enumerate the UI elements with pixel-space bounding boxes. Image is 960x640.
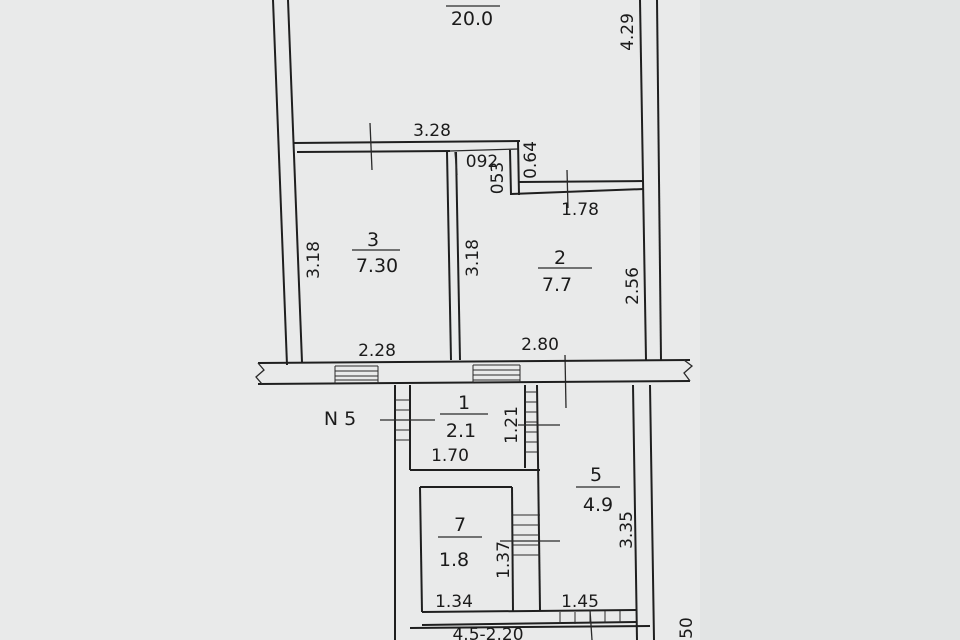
room-top-area: 20.0 (451, 8, 493, 30)
dim-4-29: 4.29 (618, 13, 638, 51)
apartment-number: N 5 (324, 408, 356, 430)
room-1-area: 2.1 (446, 420, 476, 442)
room-7-area: 1.8 (439, 549, 469, 571)
dim-bottom-partial: 4.5-2.20 (452, 625, 523, 640)
room-5-area: 4.9 (583, 494, 613, 516)
paper-shadow (700, 0, 960, 640)
room-3-area: 7.30 (356, 255, 398, 277)
dimension-labels: 4.29 3.28 0.64 092 053 1.78 3.18 3.18 2.… (304, 13, 697, 640)
dim-0-64: 0.64 (521, 141, 541, 179)
room-1-number: 1 (458, 392, 470, 414)
dim-2-28: 2.28 (358, 341, 396, 361)
dim-3-28: 3.28 (413, 121, 451, 141)
dim-3-18-left: 3.18 (304, 241, 324, 279)
dim-2-80: 2.80 (521, 335, 559, 355)
room-2-number: 2 (554, 247, 566, 269)
dim-3-18-mid: 3.18 (463, 239, 483, 277)
dim-2-56: 2.56 (623, 267, 643, 305)
dim-1-37: 1.37 (494, 541, 514, 579)
dim-1-70: 1.70 (431, 446, 469, 466)
dim-053: 053 (488, 162, 508, 194)
corridor-wall-band (255, 359, 694, 385)
dim-3-35: 3.35 (617, 511, 637, 549)
dim-1-78: 1.78 (561, 200, 599, 220)
dim-1-45: 1.45 (561, 592, 599, 612)
dim-1-21: 1.21 (502, 406, 522, 444)
upper-block-walls (272, 0, 662, 409)
room-labels: 20.0 3 7.30 2 7.7 1 2.1 5 4.9 7 1.8 N 5 (324, 5, 620, 571)
dim-edge-partial: 50 (677, 617, 697, 639)
dim-092: 092 (466, 152, 498, 172)
room-5-number: 5 (590, 464, 602, 486)
room-2-area: 7.7 (542, 274, 572, 296)
lower-block-walls (380, 384, 655, 640)
dim-1-34: 1.34 (435, 592, 473, 612)
room-7-number: 7 (454, 514, 466, 536)
room-3-number: 3 (367, 229, 379, 251)
